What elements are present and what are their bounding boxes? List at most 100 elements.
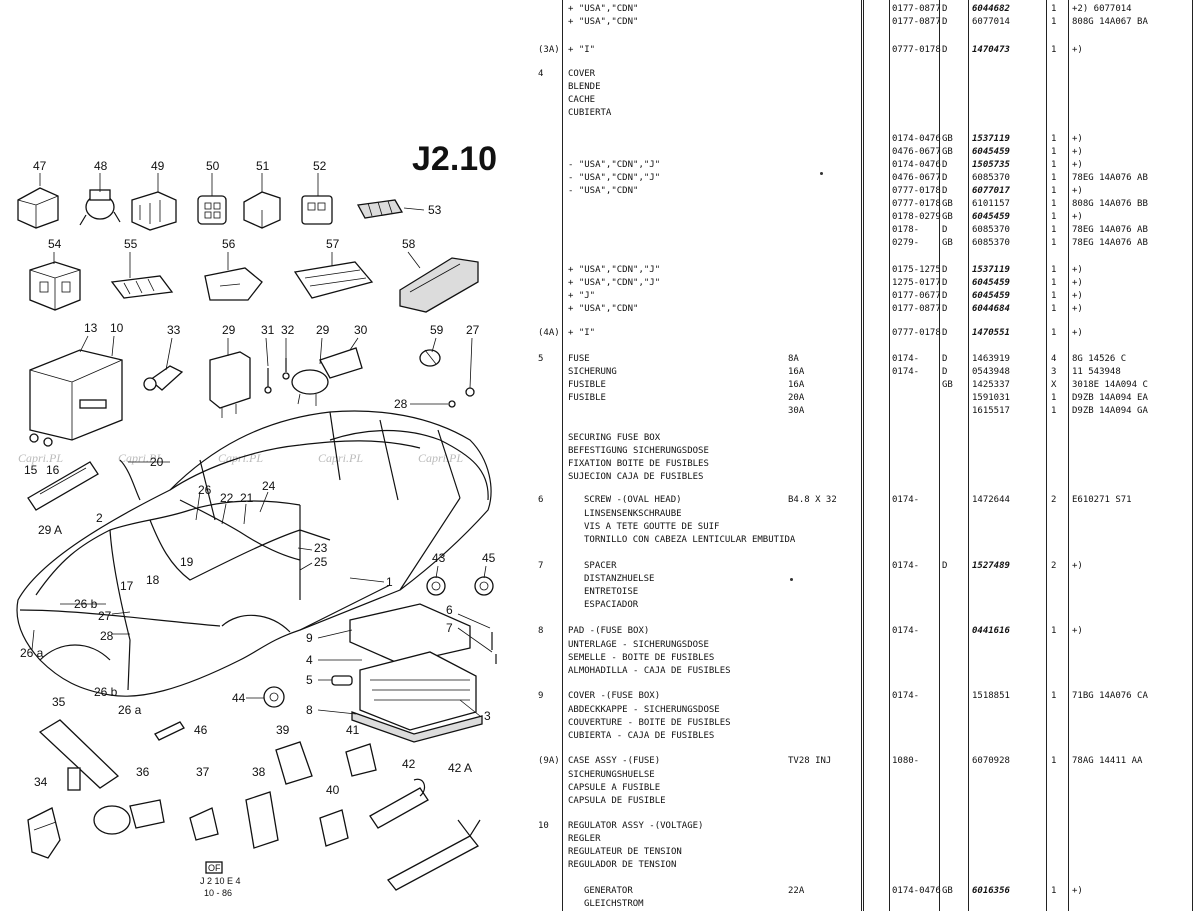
cell-desc: REGULADOR DE TENSION — [568, 860, 677, 870]
cell-desc: BLENDE — [568, 82, 601, 92]
cell-ref: (9A) — [538, 756, 560, 766]
cell-part: 1472644 — [972, 495, 1010, 505]
cell-desc: DISTANZHUELSE — [584, 574, 655, 584]
stamp-box-text: OF — [208, 863, 221, 873]
cell-desc: + "USA","CDN","J" — [568, 265, 661, 275]
cell-date: 1080- — [892, 756, 920, 766]
cell-desc: SICHERUNG — [568, 367, 617, 377]
clip-37 — [189, 807, 219, 841]
callout: 5 — [306, 673, 313, 687]
cell-qty: 1 — [1051, 886, 1057, 896]
callout: 35 — [52, 695, 66, 709]
callout: 26 — [198, 483, 212, 497]
cell-note: +) — [1072, 265, 1083, 275]
cell-part: 1591031 — [972, 393, 1010, 403]
cell-date: 0174- — [892, 354, 920, 364]
cell-spec: 8A — [788, 354, 799, 364]
cell-date: 0174- — [892, 367, 920, 377]
table-row: UNTERLAGE - SICHERUNGSDOSE — [528, 639, 1200, 652]
cell-qty: 1 — [1051, 45, 1057, 55]
cell-date: 0476-0677 — [892, 147, 941, 157]
cell-desc: SCREW -(OVAL HEAD) — [584, 495, 682, 505]
cell-desc: ALMOHADILLA - CAJA DE FUSIBLES — [568, 666, 731, 676]
cell-ctry: D — [942, 354, 948, 364]
cell-desc: REGULATEUR DE TENSION — [568, 847, 682, 857]
cell-date: 0777-0178 — [892, 186, 941, 196]
cell-ctry: GB — [942, 212, 953, 222]
cell-desc: ABDECKKAPPE - SICHERUNGSDOSE — [568, 705, 720, 715]
callout: 21 — [240, 491, 254, 505]
cell-spec: 16A — [788, 380, 805, 390]
column-divider — [562, 0, 563, 911]
cell-desc: + "USA","CDN" — [568, 17, 639, 27]
callout: 55 — [124, 237, 138, 251]
cell-part: 1537119 — [972, 134, 1010, 144]
light-58 — [399, 257, 479, 313]
cell-desc: GLEICHSTROM — [584, 899, 644, 909]
fuse-strip-53 — [356, 199, 404, 219]
callout: 38 — [252, 765, 266, 779]
callout: 24 — [262, 479, 276, 493]
grommet-45 — [474, 576, 494, 596]
cell-date: 0777-0178 — [892, 45, 941, 55]
diagram-canvas: J2.10 Capri.PL Capri.PL Capri.PL Capri.P… — [16, 140, 497, 898]
cell-ref: 5 — [538, 354, 544, 364]
callout: 6 — [446, 603, 453, 617]
cell-desc: - "USA","CDN","J" — [568, 173, 661, 183]
callout: 29 — [222, 323, 236, 337]
table-row: COUVERTURE - BOITE DE FUSIBLES — [528, 717, 1200, 730]
callout: 18 — [146, 573, 160, 587]
column-divider — [1192, 0, 1193, 911]
cell-part: 6045459 — [972, 291, 1010, 301]
clip-41 — [345, 743, 377, 777]
callout: 25 — [314, 555, 328, 569]
cell-desc: CUBIERTA — [568, 108, 612, 118]
cell-qty: 1 — [1051, 160, 1057, 170]
cell-date: 0174-0476 — [892, 886, 941, 896]
cell-note: +2) 6077014 — [1072, 4, 1132, 14]
callout: 49 — [151, 159, 165, 173]
cell-ctry: GB — [942, 134, 953, 144]
cell-desc: SICHERUNGSHUELSE — [568, 770, 655, 780]
column-divider — [861, 0, 864, 911]
cell-ref: 4 — [538, 69, 544, 79]
cell-part: 1527489 — [972, 561, 1010, 571]
cell-note: +) — [1072, 147, 1083, 157]
cell-ctry: D — [942, 186, 948, 196]
cell-ctry: D — [942, 17, 948, 27]
cell-desc: VIS A TETE GOUTTE DE SUIF — [584, 522, 720, 532]
cell-desc: PAD -(FUSE BOX) — [568, 626, 650, 636]
cell-date: 0476-0677 — [892, 173, 941, 183]
cell-part: 6045459 — [972, 147, 1010, 157]
cell-part: 6045459 — [972, 278, 1010, 288]
cell-qty: 1 — [1051, 173, 1057, 183]
callout: 16 — [46, 463, 60, 477]
connector-50 — [197, 195, 227, 225]
strap-42A — [387, 819, 481, 891]
cell-part: 6077014 — [972, 17, 1010, 27]
cell-date: 0279- — [892, 238, 920, 248]
cell-qty: 1 — [1051, 265, 1057, 275]
cell-desc: TORNILLO CON CABEZA LENTICULAR EMBUTIDA — [584, 535, 796, 545]
cell-date: 0174-0476 — [892, 160, 941, 170]
callout: 51 — [256, 159, 270, 173]
cell-desc: + "USA","CDN","J" — [568, 278, 661, 288]
cell-date: 0174-0476 — [892, 134, 941, 144]
watermark: Capri.PL — [118, 451, 163, 465]
callout: 17 — [120, 579, 134, 593]
cell-desc: FUSE — [568, 354, 590, 364]
cell-qty: 4 — [1051, 354, 1057, 364]
callout: 28 — [394, 397, 408, 411]
cell-desc: - "USA","CDN" — [568, 186, 639, 196]
cell-desc: SUJECION CAJA DE FUSIBLES — [568, 472, 704, 482]
callout: 46 — [194, 723, 208, 737]
cell-part: 1470473 — [972, 45, 1010, 55]
cell-spec: 16A — [788, 367, 805, 377]
cell-ctry: D — [942, 278, 948, 288]
column-divider — [968, 0, 969, 911]
cell-note: 71BG 14A076 CA — [1072, 691, 1148, 701]
table-row: DISTANZHUELSE — [528, 573, 1200, 586]
